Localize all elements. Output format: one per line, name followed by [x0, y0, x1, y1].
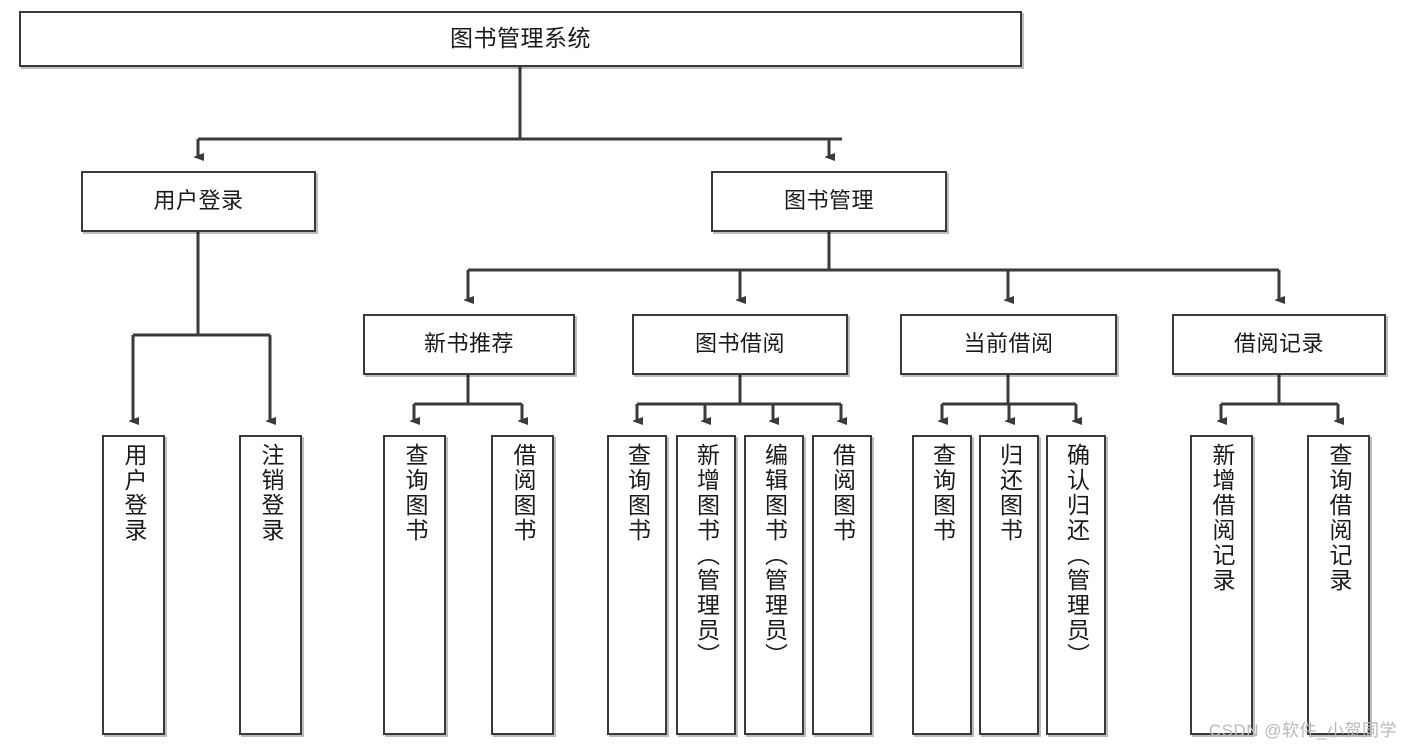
node-leaf-add-book-label: 新增图书（管理员）: [693, 443, 720, 668]
watermark: CSDN @软件_小贺同学: [1208, 721, 1397, 740]
node-user-login[interactable]: 用户登录: [81, 171, 316, 232]
node-leaf-confirm-return[interactable]: 确认归还（管理员）: [1046, 435, 1106, 735]
node-root-label: 图书管理系统: [450, 25, 591, 52]
node-leaf-confirm-return-label: 确认归还（管理员）: [1063, 443, 1090, 668]
node-leaf-query-record[interactable]: 查询借阅记录: [1307, 435, 1370, 735]
node-leaf-query-book-1[interactable]: 查询图书: [383, 435, 446, 735]
node-current-borrow[interactable]: 当前借阅: [900, 314, 1117, 375]
node-leaf-user-login-label: 用户登录: [121, 443, 147, 543]
node-book-manage[interactable]: 图书管理: [711, 171, 947, 232]
node-leaf-query-record-label: 查询借阅记录: [1326, 443, 1352, 593]
node-leaf-query-book-2[interactable]: 查询图书: [607, 435, 667, 735]
node-book-borrow[interactable]: 图书借阅: [632, 314, 848, 375]
node-borrow-record[interactable]: 借阅记录: [1172, 314, 1386, 375]
node-leaf-borrow-book-2[interactable]: 借阅图书: [812, 435, 872, 735]
node-leaf-query-book-3-label: 查询图书: [929, 443, 956, 543]
node-user-login-label: 用户登录: [153, 188, 244, 214]
node-leaf-edit-book-label: 编辑图书（管理员）: [761, 443, 788, 668]
node-leaf-borrow-book-1[interactable]: 借阅图书: [491, 435, 554, 735]
node-root[interactable]: 图书管理系统: [19, 11, 1022, 67]
node-borrow-record-label: 借阅记录: [1233, 331, 1324, 357]
node-leaf-query-book-1-label: 查询图书: [402, 443, 428, 543]
node-book-borrow-label: 图书借阅: [694, 331, 785, 357]
node-leaf-user-login[interactable]: 用户登录: [102, 435, 165, 735]
node-leaf-borrow-book-1-label: 借阅图书: [510, 443, 536, 543]
node-leaf-query-book-2-label: 查询图书: [624, 443, 651, 543]
node-leaf-add-book[interactable]: 新增图书（管理员）: [676, 435, 736, 735]
node-leaf-borrow-book-2-label: 借阅图书: [829, 443, 856, 543]
node-leaf-logout[interactable]: 注销登录: [239, 435, 302, 735]
node-leaf-return-book[interactable]: 归还图书: [979, 435, 1039, 735]
node-leaf-add-record[interactable]: 新增借阅记录: [1190, 435, 1253, 735]
node-leaf-add-record-label: 新增借阅记录: [1209, 443, 1235, 593]
node-book-manage-label: 图书管理: [783, 188, 874, 214]
node-leaf-return-book-label: 归还图书: [996, 443, 1023, 543]
node-leaf-query-book-3[interactable]: 查询图书: [912, 435, 972, 735]
node-new-book-rec-label: 新书推荐: [423, 331, 514, 357]
node-leaf-logout-label: 注销登录: [258, 443, 284, 543]
node-new-book-rec[interactable]: 新书推荐: [363, 314, 575, 375]
node-current-borrow-label: 当前借阅: [963, 331, 1054, 357]
node-leaf-edit-book[interactable]: 编辑图书（管理员）: [744, 435, 804, 735]
